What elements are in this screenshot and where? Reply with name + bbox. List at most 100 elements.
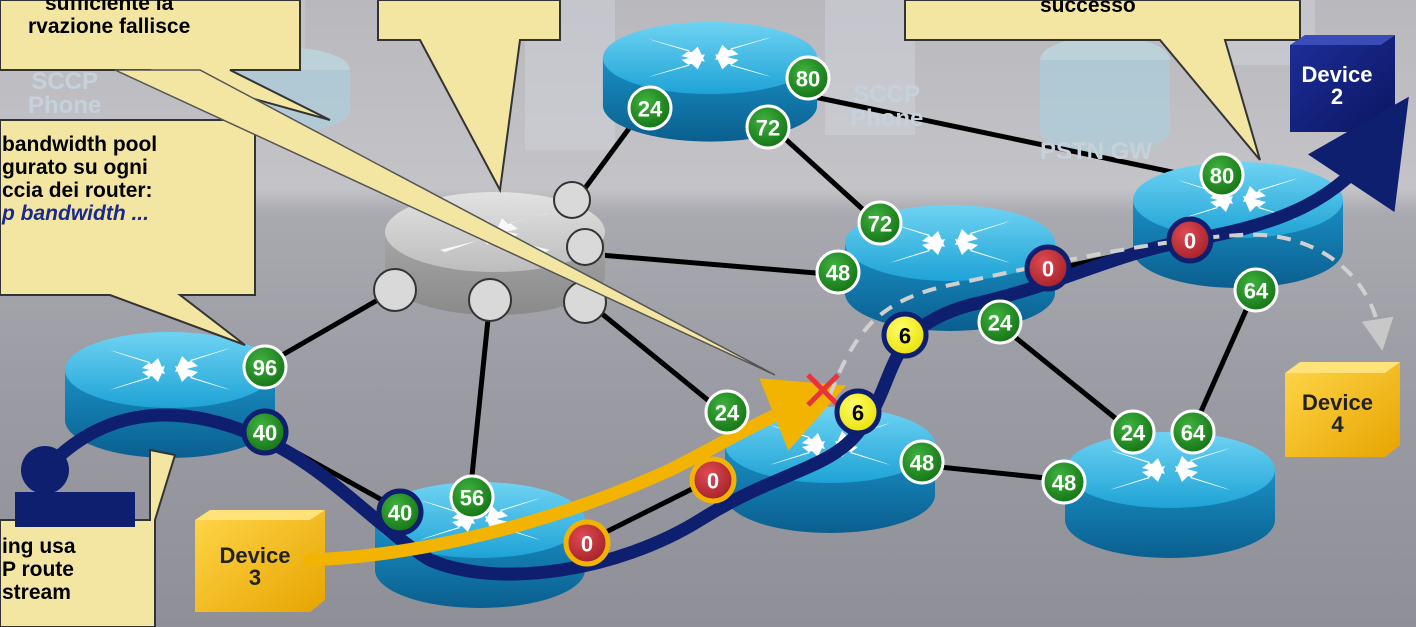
badge-value: 72	[756, 116, 780, 141]
badge-value: 24	[715, 401, 740, 426]
callout-line: successo	[1040, 0, 1136, 17]
port-circle	[468, 278, 512, 322]
bandwidth-badge-center-router-right: 48	[899, 439, 945, 485]
link	[768, 123, 882, 227]
callout-line: sufficiente la	[44, 0, 174, 15]
badge-value: 80	[1210, 164, 1234, 189]
callout-top-center	[377, 0, 561, 194]
bandwidth-badge-top-router-below: 72	[745, 104, 791, 150]
badge-value: 6	[899, 324, 911, 349]
link	[263, 287, 397, 368]
badge-value: 24	[1121, 421, 1146, 446]
device-3-label: Device 3	[200, 545, 310, 589]
link	[467, 299, 493, 496]
sccp-phone-label-mid: SCCP Phone	[850, 83, 923, 131]
bandwidth-badge-right-router-left: 0	[1166, 216, 1214, 264]
badge-value: 96	[253, 356, 277, 381]
bandwidth-badge-right-router-bottom: 64	[1233, 267, 1279, 313]
rsvp-path-alternate	[828, 232, 1394, 396]
badge-value: 40	[388, 501, 412, 526]
device-1-endpoint	[15, 446, 135, 527]
badge-value: 64	[1244, 279, 1269, 304]
callout-routing-text: ing usa P route stream	[2, 535, 76, 604]
callout-line: bandwidth pool	[2, 133, 158, 156]
device-label-line: 2	[1330, 84, 1344, 109]
device-4-box	[1285, 362, 1400, 457]
callout-line: ccia dei router:	[2, 179, 153, 202]
badge-value: 0	[1184, 229, 1196, 254]
sccp-phone-label-left: SCCP Phone	[28, 70, 101, 118]
bandwidth-badge-mid-router-bottom: 24	[977, 299, 1023, 345]
bandwidth-badge-left-router-top: 96	[242, 344, 288, 390]
bandwidth-badge-mid-router-left: 48	[815, 249, 861, 295]
bandwidth-badge-br-router-top-right: 64	[1170, 409, 1216, 455]
device-label-line: Device	[219, 543, 291, 568]
link	[583, 298, 722, 412]
callout-bottom-left	[0, 448, 177, 627]
badge-value: 56	[460, 486, 484, 511]
device-label-line: 3	[248, 565, 262, 590]
link	[804, 92, 1211, 183]
bandwidth-badge-left-router-bottom: 40	[241, 408, 289, 456]
link	[998, 323, 1132, 432]
bandwidth-badge-center-router-left: 24	[704, 389, 750, 435]
callout-top-left	[0, 0, 331, 121]
link	[588, 477, 712, 543]
bandwidth-badge-center-router-yellow: 6	[834, 388, 882, 436]
device-4-label: Device 4	[1290, 392, 1385, 436]
device-label-line: 4	[1331, 412, 1344, 437]
port-circle	[373, 268, 417, 312]
badge-value: 24	[638, 97, 663, 122]
callout-pool	[0, 119, 256, 346]
badge-value: 0	[707, 469, 719, 494]
bandwidth-badge-mid-router-top: 72	[857, 200, 903, 246]
device-3-box	[195, 510, 325, 612]
badge-value: 24	[988, 311, 1013, 336]
bg-label-line: Phone	[28, 92, 102, 119]
link	[1192, 288, 1258, 427]
router-bottom-right	[1065, 432, 1275, 558]
callout-long-pointer	[114, 69, 776, 376]
badge-value: 0	[581, 532, 593, 557]
bandwidth-badge-top-router-right: 80	[785, 55, 831, 101]
bandwidth-badge-br-router-top-left: 24	[1110, 409, 1156, 455]
callout-line: stream	[2, 581, 71, 604]
bandwidth-badge-mid-router-right: 0	[1024, 244, 1072, 292]
device-2-label: Device 2	[1294, 64, 1380, 108]
bg-label-line: SCCP	[853, 81, 921, 108]
rsvp-path-gold	[303, 378, 847, 567]
bandwidth-badge-center-router-yellow-top: 6	[881, 311, 929, 359]
bandwidth-badge-right-router-top: 80	[1199, 152, 1245, 198]
link	[599, 252, 841, 278]
bandwidth-badge-top-router-left: 24	[627, 85, 673, 131]
callout-line: ing usa	[2, 535, 76, 558]
bandwidth-badge-bottom-router-right: 0	[563, 519, 611, 567]
badge-value: 48	[910, 451, 934, 476]
badge-value: 6	[852, 401, 864, 426]
callout-top-right	[904, 0, 1301, 161]
badge-value: 72	[868, 212, 892, 237]
port-circle	[566, 228, 604, 266]
bg-label-line: Phone	[850, 105, 924, 132]
badge-value: 40	[253, 421, 277, 446]
callout-line: P route	[2, 558, 74, 581]
badge-value: 0	[1042, 257, 1054, 282]
callout-success-text: successo	[1040, 0, 1136, 17]
pstn-gw-label: PSTN GW	[1040, 138, 1152, 165]
port-circle	[553, 181, 591, 219]
callout-command: p bandwidth ...	[2, 202, 149, 225]
bandwidth-badge-center-router-red: 0	[689, 456, 737, 504]
bandwidth-badges: 24 80 72 72 48 0 24 80 0 64 96 40 40 56 0 24 0 6 6 48 48 24 64	[241, 55, 1279, 567]
bandwidth-badge-bottom-router-left: 40	[376, 488, 424, 536]
path-failure-mark	[806, 373, 840, 407]
callout-pool-text: bandwidth pool gurato su ogni ccia dei r…	[2, 133, 157, 225]
badge-value: 48	[1052, 471, 1076, 496]
badge-value: 80	[796, 67, 820, 92]
badge-value: 64	[1181, 421, 1206, 446]
badge-value: 48	[826, 261, 850, 286]
bg-label-line: SCCP	[31, 68, 99, 95]
bandwidth-badge-bottom-router-top: 56	[449, 474, 495, 520]
callout-line: gurato su ogni	[2, 156, 148, 179]
device-label-line: Device	[1301, 62, 1373, 87]
